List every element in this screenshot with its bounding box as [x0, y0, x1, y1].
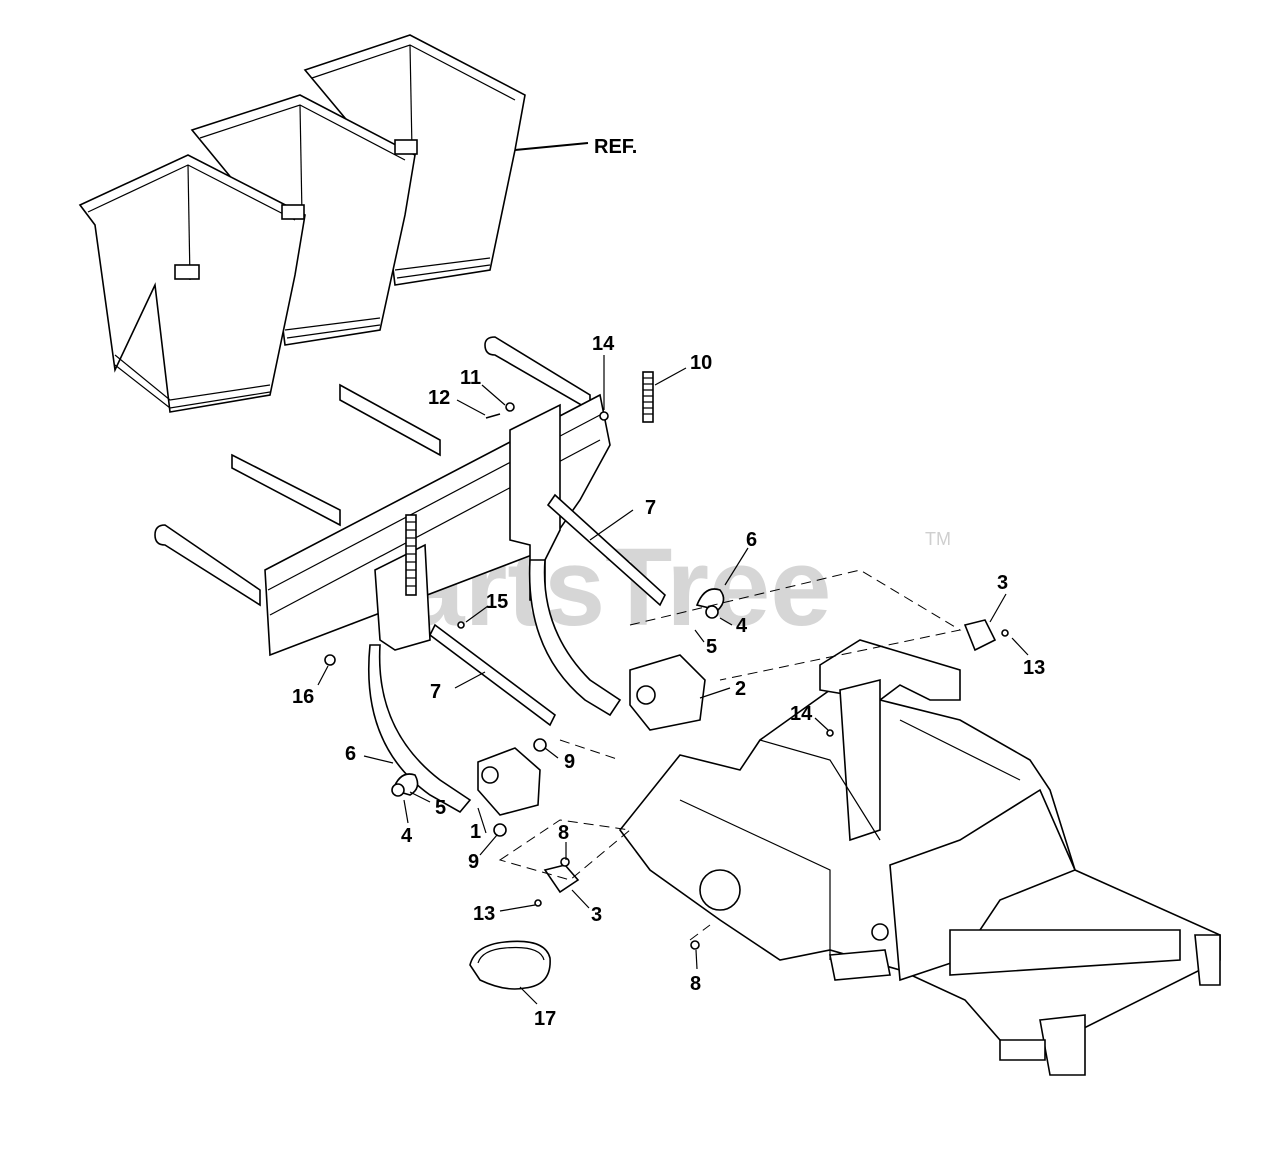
bucket-front — [78, 154, 306, 413]
callout-13-right: 13 — [1023, 657, 1045, 679]
callout-10: 10 — [690, 352, 712, 374]
callout-9-lower: 9 — [468, 851, 479, 873]
callout-5-right: 5 — [706, 636, 717, 658]
callout-13-left: 13 — [473, 903, 495, 925]
callout-6-left: 6 — [345, 743, 356, 765]
belt — [469, 940, 551, 990]
bagger-buckets — [78, 34, 589, 413]
callout-6-right: 6 — [746, 529, 757, 551]
callout-7-upper: 7 — [645, 497, 656, 519]
callout-4-left: 4 — [401, 825, 413, 847]
hardware — [324, 402, 1009, 950]
callout-3-left: 3 — [591, 904, 602, 926]
callout-14-lower: 14 — [790, 703, 813, 725]
callout-9-upper: 9 — [564, 751, 575, 773]
assembly-lines — [498, 569, 962, 941]
callout-15: 15 — [486, 591, 508, 613]
callout-4-right: 4 — [736, 615, 748, 637]
watermark-trademark: TM — [925, 529, 951, 549]
callout-16: 16 — [292, 686, 314, 708]
callout-8-upper: 8 — [558, 822, 569, 844]
callout-2: 2 — [735, 678, 746, 700]
leader-lines — [317, 355, 1029, 1005]
callout-ref: REF. — [594, 136, 637, 158]
callout-11: 11 — [460, 367, 481, 389]
callout-1: 1 — [470, 821, 481, 843]
ref-leader — [514, 142, 589, 151]
callout-12: 12 — [428, 387, 450, 409]
tractor-chassis — [618, 639, 1221, 1076]
callout-7-lower: 7 — [430, 681, 441, 703]
callout-14-top: 14 — [592, 333, 615, 355]
hitch-frame — [154, 336, 725, 816]
callouts: REF. 14 10 11 12 7 6 3 15 4 5 13 2 16 7 … — [292, 136, 1045, 1030]
callout-8-lower: 8 — [690, 973, 701, 995]
callout-3-right: 3 — [997, 572, 1008, 594]
callout-5-left: 5 — [435, 797, 446, 819]
callout-17: 17 — [534, 1008, 556, 1030]
